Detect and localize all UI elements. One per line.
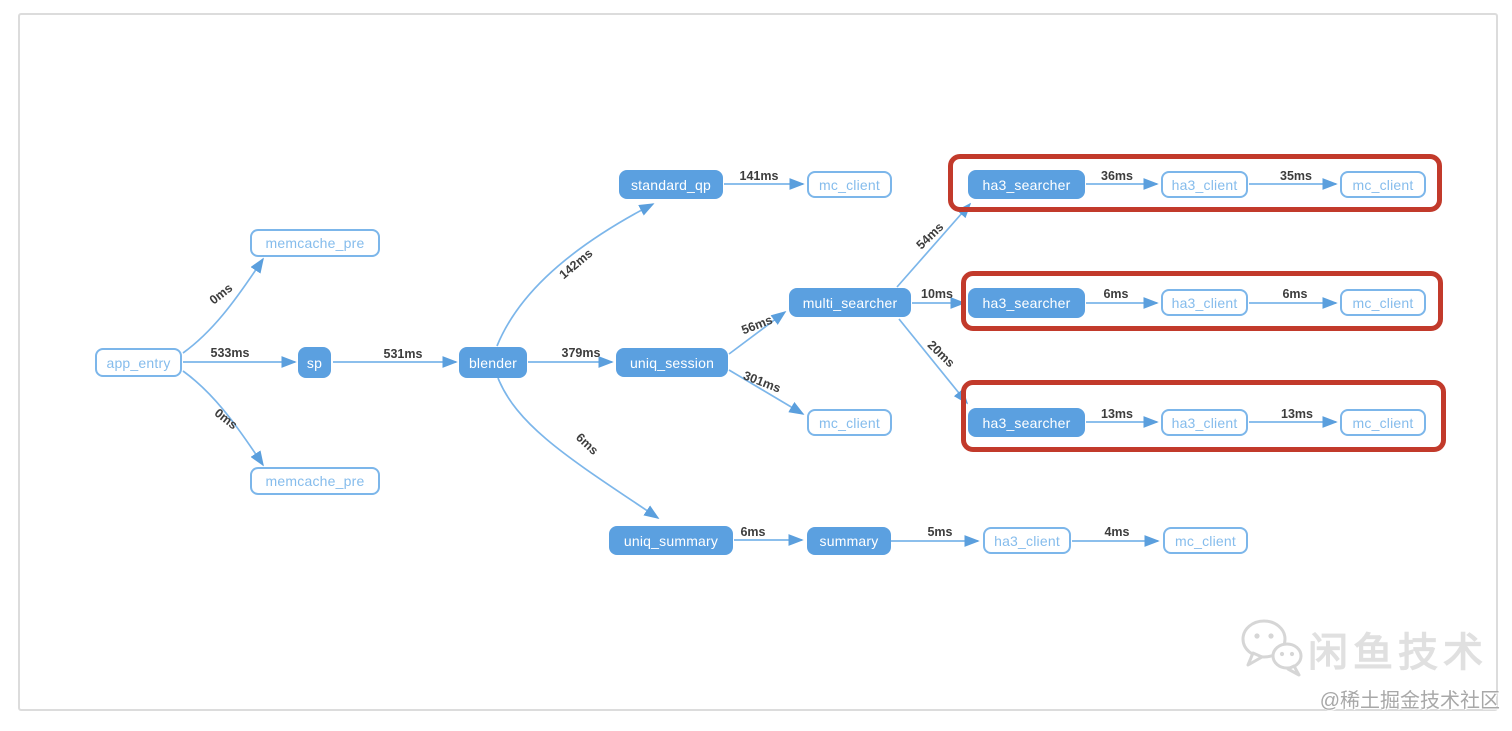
node-memcache_pre_top: memcache_pre xyxy=(250,229,380,257)
edge-label-app_entry-to-memcache_pre_bot: 0ms xyxy=(212,406,240,432)
node-ha3_searcher_2: ha3_searcher xyxy=(968,288,1085,318)
watermark-credit: @稀土掘金技术社区 xyxy=(1319,690,1500,712)
edge-label-ha3_client_3-to-mc_client_3: 13ms xyxy=(1281,407,1313,421)
edge-label-summary-to-ha3_client_s: 5ms xyxy=(927,525,952,539)
node-ha3_searcher_3: ha3_searcher xyxy=(968,408,1085,437)
edge-label-uniq_session-to-mc_client_us: 301ms xyxy=(741,368,782,395)
edge-label-blender-to-uniq_summary: 6ms xyxy=(573,430,601,457)
edge-label-ha3_searcher_2-to-ha3_client_2: 6ms xyxy=(1103,287,1128,301)
edge-label-blender-to-uniq_session: 379ms xyxy=(562,346,601,360)
edge-blender-to-uniq_summary xyxy=(497,377,660,519)
highlight-box-3 xyxy=(961,380,1446,452)
edge-label-ha3_client_2-to-mc_client_2: 6ms xyxy=(1282,287,1307,301)
node-multi_searcher: multi_searcher xyxy=(789,288,911,317)
node-mc_client_us: mc_client xyxy=(807,409,892,436)
edge-label-multi_searcher-to-ha3_searcher_2: 10ms xyxy=(921,287,953,301)
edge-label-ha3_client_s-to-mc_client_s: 4ms xyxy=(1104,525,1129,539)
node-sp: sp xyxy=(298,347,331,378)
watermark: 闲鱼技术 @稀土掘金技术社区 xyxy=(1238,612,1504,717)
node-app_entry: app_entry xyxy=(95,348,182,377)
node-uniq_summary: uniq_summary xyxy=(609,526,733,555)
watermark-brand: 闲鱼技术 xyxy=(1308,631,1488,675)
node-ha3_client_s: ha3_client xyxy=(983,527,1071,554)
node-blender: blender xyxy=(459,347,527,378)
node-ha3_searcher_1: ha3_searcher xyxy=(968,170,1085,199)
edge-label-ha3_client_1-to-mc_client_1: 35ms xyxy=(1280,169,1312,183)
node-standard_qp: standard_qp xyxy=(619,170,723,199)
edge-label-multi_searcher-to-ha3_searcher_3: 20ms xyxy=(925,338,958,370)
edge-label-uniq_summary-to-summary: 6ms xyxy=(740,525,765,539)
node-ha3_client_3: ha3_client xyxy=(1161,409,1248,436)
edge-app_entry-to-memcache_pre_bot xyxy=(182,370,264,467)
node-summary: summary xyxy=(807,527,891,555)
edge-app_entry-to-memcache_pre_top xyxy=(182,257,264,354)
highlight-box-1 xyxy=(948,154,1442,212)
node-memcache_pre_bot: memcache_pre xyxy=(250,467,380,495)
edge-uniq_session-to-mc_client_us xyxy=(728,369,805,415)
edge-label-ha3_searcher_1-to-ha3_client_1: 36ms xyxy=(1101,169,1133,183)
node-ha3_client_2: ha3_client xyxy=(1161,289,1248,316)
node-mc_client_2: mc_client xyxy=(1340,289,1426,316)
edge-label-app_entry-to-sp: 533ms xyxy=(211,346,250,360)
edge-multi_searcher-to-ha3_searcher_3 xyxy=(898,318,969,405)
node-mc_client_3: mc_client xyxy=(1340,409,1426,436)
edge-uniq_session-to-multi_searcher xyxy=(728,310,787,355)
node-mc_client_qp: mc_client xyxy=(807,171,892,198)
highlight-box-2 xyxy=(961,271,1443,331)
edge-blender-to-standard_qp xyxy=(496,203,655,347)
node-mc_client_1: mc_client xyxy=(1340,171,1426,198)
node-uniq_session: uniq_session xyxy=(616,348,728,377)
node-mc_client_s: mc_client xyxy=(1163,527,1248,554)
edge-label-sp-to-blender: 531ms xyxy=(384,347,423,361)
node-ha3_client_1: ha3_client xyxy=(1161,171,1248,198)
wechat-logo-icon xyxy=(1241,619,1303,677)
edge-label-standard_qp-to-mc_client_qp: 141ms xyxy=(740,169,779,183)
edge-multi_searcher-to-ha3_searcher_1 xyxy=(896,202,972,288)
edge-label-ha3_searcher_3-to-ha3_client_3: 13ms xyxy=(1101,407,1133,421)
